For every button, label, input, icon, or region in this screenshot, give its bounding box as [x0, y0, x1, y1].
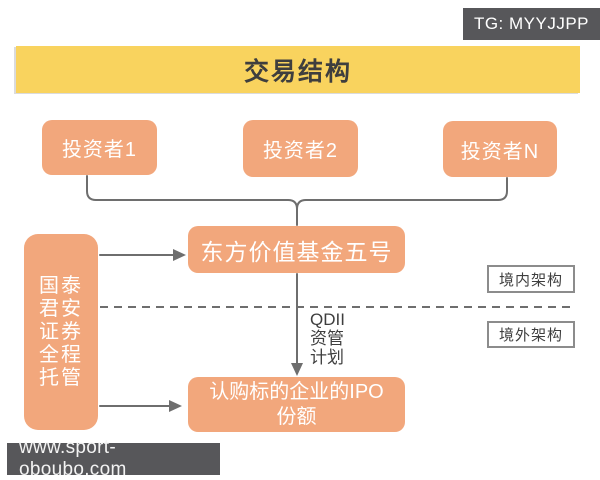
qdii-line: QDII: [310, 310, 345, 329]
custodian-box: 国泰 君安 证券 全程 托管: [24, 234, 98, 430]
fund-box: 东方价值基金五号: [188, 226, 405, 273]
investor-1-box: 投资者1: [42, 120, 157, 175]
ipo-shares-box: 认购标的企业的IPO 份额: [188, 377, 405, 432]
offshore-structure-label: 境外架构: [487, 321, 575, 348]
ipo-line: 认购标的企业的IPO: [209, 380, 384, 403]
qdii-plan-label: QDII 资管 计划: [310, 310, 345, 367]
investor-2-box: 投资者2: [243, 120, 358, 177]
ipo-line: 份额: [276, 405, 317, 428]
custodian-to-ipo-arrowhead: [169, 400, 182, 412]
tg-contact-badge: TG: MYYJJPP: [463, 8, 600, 40]
watermark-url: www.sport-oboubo.com: [7, 437, 220, 480]
investor-n-box: 投资者N: [443, 121, 557, 177]
custodian-line: 君安: [39, 297, 83, 320]
investors-brace-right: [296, 177, 508, 210]
fund-to-ipo-arrowhead: [291, 363, 303, 376]
custodian-line: 国泰: [39, 274, 83, 297]
qdii-line: 计划: [310, 348, 344, 367]
qdii-line: 资管: [310, 329, 344, 348]
onshore-structure-label: 境内架构: [487, 265, 575, 293]
diagram-title: 交易结构: [16, 46, 580, 93]
custodian-to-fund-arrowhead: [173, 249, 186, 261]
custodian-line: 证券: [39, 320, 83, 343]
custodian-line: 全程: [39, 343, 83, 366]
custodian-line: 托管: [39, 366, 83, 389]
investors-brace-left: [86, 175, 298, 226]
